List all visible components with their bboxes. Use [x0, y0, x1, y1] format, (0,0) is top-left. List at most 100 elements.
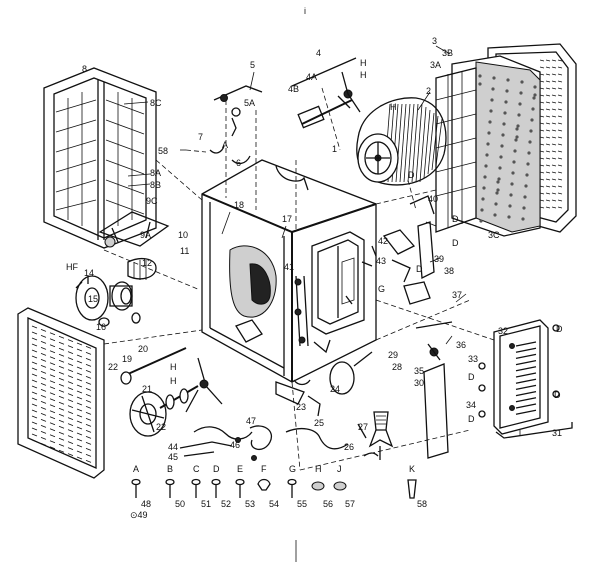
- pad-fiber: [525, 173, 529, 177]
- label-9a: 9A: [140, 230, 151, 240]
- rear-slot: [557, 94, 563, 97]
- grille-slot: [40, 353, 47, 356]
- grille-slot: [40, 443, 47, 446]
- grille-slot: [40, 437, 47, 440]
- grille-slot: [31, 373, 38, 377]
- pad-fiber: [503, 111, 507, 115]
- label-43: 43: [376, 256, 386, 266]
- grille-slot: [31, 325, 38, 329]
- label-3: 3: [432, 36, 437, 46]
- label-38: 38: [444, 266, 454, 276]
- top-mark: i: [304, 6, 306, 16]
- pad-fiber: [485, 153, 489, 157]
- rear-slot: [545, 129, 551, 132]
- grille-slot: [40, 365, 47, 368]
- screw-head-icon: [131, 478, 141, 486]
- grille-slot: [40, 341, 47, 344]
- grille-slot: [76, 426, 83, 430]
- label-8b: 8B: [150, 180, 161, 190]
- grille-slot: [76, 408, 83, 412]
- label-8a: 8A: [150, 168, 161, 178]
- pump-motor: [363, 411, 394, 460]
- pad-fiber: [512, 160, 516, 164]
- grille-slot: [67, 453, 74, 456]
- grille-slot: [67, 345, 74, 348]
- pad-fiber: [513, 149, 517, 153]
- wheel-blade: [419, 106, 427, 183]
- pad-fiber: [514, 138, 518, 142]
- pad-fiber: [531, 107, 535, 111]
- grille-slot: [58, 449, 65, 453]
- rear-slot: [539, 136, 545, 139]
- grille-slot: [58, 335, 65, 339]
- rear-slot: [551, 136, 557, 139]
- pad-fiber: [501, 133, 505, 137]
- grille-slot: [58, 395, 65, 399]
- grille-slot: [49, 398, 56, 402]
- panel-louver: [515, 341, 537, 347]
- grille-slot: [76, 438, 83, 442]
- panel-louver: [515, 390, 537, 397]
- grille-slot: [76, 432, 83, 436]
- grille-slot: [67, 357, 74, 360]
- pad-fiber: [486, 142, 490, 146]
- grille-slot: [49, 404, 56, 408]
- legend-letter: D: [213, 464, 220, 474]
- hardware-bolts: [180, 85, 263, 165]
- grille-slot: [58, 383, 65, 387]
- grille-slot: [40, 419, 47, 422]
- clip-icon: [257, 478, 271, 491]
- grille-slot: [31, 421, 38, 425]
- legend-letter: B: [167, 464, 173, 474]
- rear-slot: [545, 101, 551, 104]
- pad-fiber: [506, 78, 510, 82]
- label-11: 11: [180, 246, 189, 256]
- rear-slot: [545, 94, 551, 97]
- rear-slot: [539, 87, 545, 90]
- label-42: 42: [378, 236, 388, 246]
- grille-slot: [58, 359, 65, 363]
- label-34: 34: [466, 400, 476, 410]
- panel-louver: [515, 353, 537, 360]
- grille-slot: [85, 388, 92, 391]
- grille-slot: [49, 380, 56, 384]
- pad-fiber: [482, 186, 486, 190]
- drive-pulley-assembly: [120, 347, 223, 437]
- rear-slot: [557, 87, 563, 90]
- front-louvered-grille: [17, 307, 105, 479]
- grille-slot: [85, 442, 92, 445]
- legend-letter: J: [337, 464, 342, 474]
- grille-slot: [85, 454, 92, 457]
- label-31: 31: [552, 428, 562, 438]
- grille-slot: [49, 368, 56, 372]
- pad-fiber: [527, 151, 531, 155]
- pad-fiber: [500, 144, 504, 148]
- grille-slot: [31, 355, 38, 359]
- grille-slot: [58, 437, 65, 441]
- panel-louver: [515, 366, 537, 372]
- grille-slot: [49, 428, 56, 432]
- rear-slot: [551, 129, 557, 132]
- label-16: 16: [96, 322, 106, 332]
- legend-letter: A: [133, 464, 139, 474]
- pad-fiber: [487, 131, 491, 135]
- grille-slot: [40, 377, 47, 380]
- label-d4: D: [416, 264, 423, 274]
- rear-slot: [539, 94, 545, 97]
- water-distribution-parts: [345, 195, 435, 305]
- label-37: 37: [452, 290, 462, 300]
- rear-slot: [557, 185, 563, 188]
- grille-slot: [58, 401, 65, 405]
- pad-fiber: [493, 213, 497, 217]
- pad-fiber: [521, 217, 525, 221]
- legend-number: 57: [345, 499, 355, 509]
- pad-fiber: [478, 82, 482, 86]
- pad-fiber: [533, 85, 537, 89]
- rear-slot: [557, 122, 563, 125]
- label-d2: D: [452, 214, 459, 224]
- panel-louver: [515, 409, 537, 415]
- rear-slot: [539, 164, 545, 167]
- grille-slot: [85, 436, 92, 439]
- label-28: 28: [392, 362, 402, 372]
- pad-fiber: [496, 188, 500, 192]
